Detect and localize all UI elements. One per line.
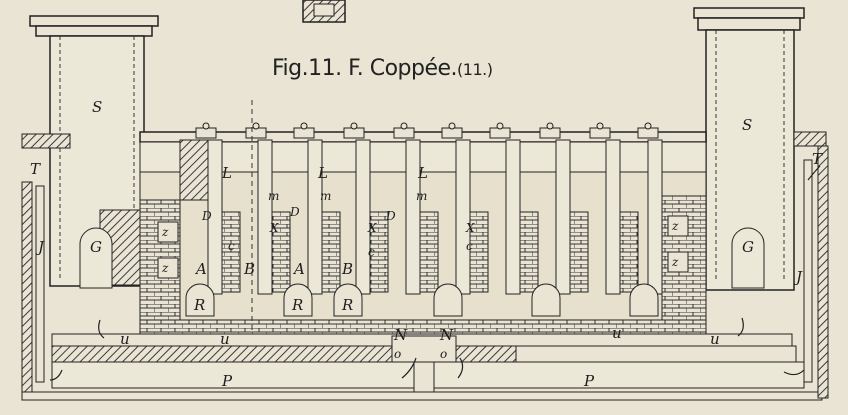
label-d-1: D — [201, 209, 212, 223]
right-flue-walls — [793, 131, 829, 399]
figure-caption: Fig.11. F. Coppée.(11.) — [272, 56, 493, 81]
oven-walls — [157, 100, 689, 330]
label-c-1: c — [228, 239, 235, 253]
label-l-1: L — [221, 164, 232, 182]
label-d-3: D — [385, 209, 396, 223]
label-z-2: z — [161, 261, 169, 275]
label-x-2: X — [367, 221, 377, 235]
label-m-3: m — [416, 189, 427, 203]
label-j-left: J — [35, 238, 45, 256]
label-u-1: u — [120, 330, 130, 348]
figure-title: Fig.11. F. Coppée. — [272, 56, 458, 81]
label-b-2: B — [341, 260, 353, 278]
label-u-2: u — [220, 330, 230, 348]
diagram-labels: S S T T J J G G L L L m m m D D D X X X … — [30, 98, 823, 390]
label-g-right: G — [742, 238, 754, 256]
label-d-2: D — [289, 205, 300, 219]
label-x-1: X — [269, 221, 279, 235]
label-m-1: m — [268, 189, 279, 203]
label-g-left: G — [90, 238, 102, 256]
label-x-3: X — [465, 221, 475, 235]
label-l-3: L — [417, 164, 428, 182]
label-r-1: R — [193, 296, 205, 314]
label-p-1: P — [221, 372, 233, 390]
label-l-2: L — [317, 164, 328, 182]
label-z-1: z — [161, 225, 169, 239]
label-s-left: S — [92, 98, 102, 116]
label-c-3: c — [466, 239, 473, 253]
label-z-4: z — [671, 255, 679, 269]
label-o-2: o — [440, 347, 447, 361]
label-n-2: N — [439, 326, 454, 344]
g-chambers — [79, 227, 765, 289]
label-t-left: T — [30, 160, 41, 178]
label-u-3: u — [612, 324, 622, 342]
label-t-right: T — [812, 150, 823, 168]
top-block — [302, 0, 346, 23]
label-z-3: z — [671, 219, 679, 233]
label-a-1: A — [194, 260, 207, 278]
label-m-2: m — [320, 189, 331, 203]
label-a-2: A — [292, 260, 305, 278]
flow-arrows — [49, 165, 821, 381]
label-c-2: c — [368, 245, 375, 259]
label-r-3: R — [341, 296, 353, 314]
foundation — [51, 333, 805, 393]
label-u-4: u — [710, 330, 720, 348]
label-n-1: N — [393, 326, 408, 344]
figure-ref: (11.) — [457, 60, 493, 79]
label-p-2: P — [583, 372, 595, 390]
label-s-right: S — [742, 116, 752, 134]
label-j-right: J — [793, 268, 803, 286]
label-r-2: R — [291, 296, 303, 314]
label-o-1: o — [394, 347, 401, 361]
label-b-1: B — [243, 260, 255, 278]
